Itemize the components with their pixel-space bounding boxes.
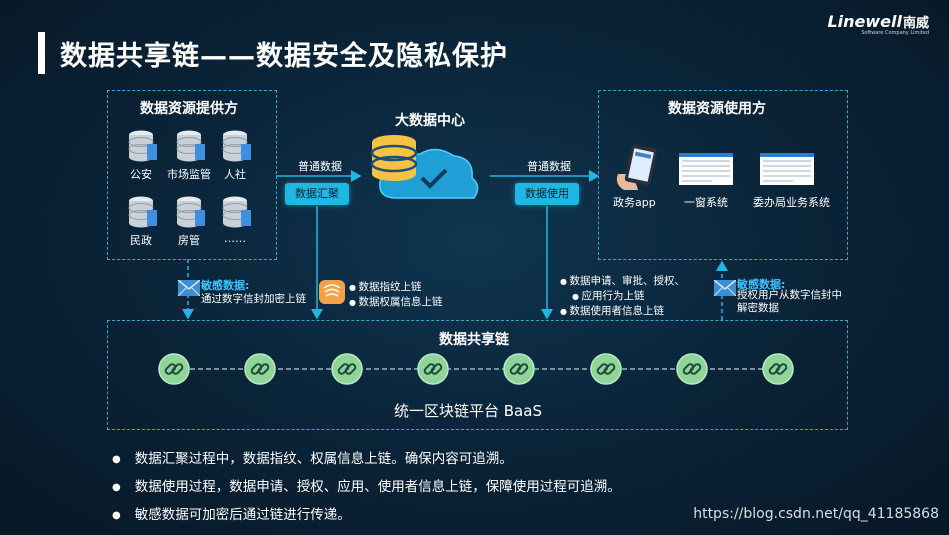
database-icon (128, 130, 157, 162)
chain-node-icon (762, 353, 794, 385)
phone-app-icon (616, 144, 658, 190)
usage-line-1: 应用行为上链 (560, 289, 685, 304)
logo-cn: 南威 (902, 16, 929, 31)
envelope-lock-icon (178, 280, 200, 296)
center-title: 大数据中心 (395, 113, 465, 129)
company-logo: Linewell南威 Software Company Limited (827, 12, 929, 36)
database-icon (176, 130, 205, 162)
big-data-center-icon (370, 135, 479, 199)
usage-list: 数据申请、审批、授权、 应用行为上链 数据使用者信息上链 (560, 274, 686, 319)
chain-box (107, 320, 848, 430)
summary-list: 数据汇聚过程中，数据指纹、权属信息上链。确保内容可追溯。 数据使用过程，数据申请… (112, 446, 621, 530)
provider-box (107, 90, 277, 260)
chain-node-icon (244, 353, 276, 385)
consumer-title: 数据资源使用方 (668, 101, 766, 117)
provider-item-1: 市场监管 (167, 168, 211, 181)
agency-system-icon (760, 153, 814, 185)
fingerprint-line-0: 数据指纹上链 (349, 280, 443, 295)
chain-node-icon (331, 353, 363, 385)
fingerprint-line-1: 数据权属信息上链 (349, 295, 443, 310)
consumer-box (598, 90, 848, 260)
right-sensitive-line-0: 授权用户从数字信封中 (737, 289, 842, 301)
data-aggregate-pill[interactable]: 数据汇聚 (285, 183, 349, 205)
summary-item-1: 数据使用过程，数据申请、授权、应用、使用者信息上链，保障使用过程可追溯。 (112, 474, 621, 502)
fingerprint-list: 数据指纹上链 数据权属信息上链 (349, 280, 443, 310)
title-accent-bar (38, 32, 45, 74)
chain-title: 数据共享链 (439, 332, 509, 348)
usage-line-0: 数据申请、审批、授权、 (560, 274, 686, 289)
summary-item-2: 敏感数据可加密后通过链进行传递。 (112, 502, 621, 530)
logo-subtitle: Software Company Limited (861, 30, 929, 36)
page-title: 数据共享链——数据安全及隐私保护 (60, 41, 508, 72)
left-sensitive-text: 通过数字信封加密上链 (201, 293, 306, 305)
right-sensitive-line-1: 解密数据 (737, 302, 779, 314)
right-sensitive-title: 敏感数据: (737, 278, 786, 291)
consumer-item-0: 政务app (613, 196, 656, 209)
chain-node-icon (158, 353, 190, 385)
right-sensitive-text: 授权用户从数字信封中 解密数据 (737, 289, 842, 315)
data-use-pill[interactable]: 数据使用 (515, 183, 579, 205)
chain-platform: 统一区块链平台 BaaS (394, 402, 542, 420)
usage-line-2: 数据使用者信息上链 (560, 304, 685, 319)
consumer-item-1: 一窗系统 (684, 196, 728, 209)
chain-node-icon (676, 353, 708, 385)
database-icon (222, 130, 251, 162)
logo-text: Linewell (827, 12, 902, 31)
fingerprint-icon (319, 280, 345, 304)
chain-node-icon (590, 353, 622, 385)
provider-item-4: 房管 (178, 234, 200, 247)
database-icon (222, 196, 251, 228)
chain-node-icon (417, 353, 449, 385)
window-system-icon (679, 153, 733, 185)
envelope-unlock-icon (714, 280, 736, 296)
provider-item-5: …… (224, 232, 246, 245)
consumer-item-2: 委办局业务系统 (753, 196, 830, 209)
provider-title: 数据资源提供方 (140, 101, 238, 117)
left-flow-label: 普通数据 (298, 160, 342, 173)
watermark: https://blog.csdn.net/qq_41185868 (693, 506, 939, 522)
chain-node-icon (503, 353, 535, 385)
right-flow-label: 普通数据 (527, 160, 571, 173)
database-icon (176, 196, 205, 228)
provider-item-0: 公安 (130, 168, 152, 181)
provider-item-3: 民政 (130, 234, 152, 247)
database-icon (128, 196, 157, 228)
provider-item-2: 人社 (224, 168, 246, 181)
summary-item-0: 数据汇聚过程中，数据指纹、权属信息上链。确保内容可追溯。 (112, 446, 621, 474)
left-sensitive-title: 敏感数据: (201, 279, 250, 292)
